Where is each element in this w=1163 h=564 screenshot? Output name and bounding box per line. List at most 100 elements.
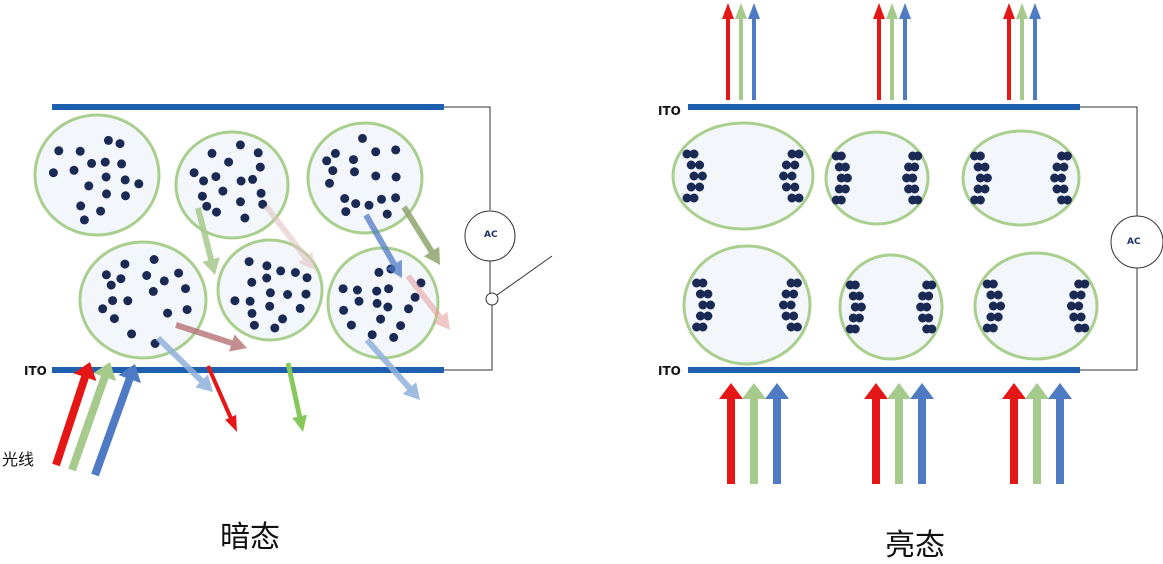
particle [339, 305, 349, 315]
right-circuit-wire [1080, 268, 1138, 371]
aligned-particle [988, 323, 998, 333]
particle [108, 296, 118, 306]
left-circuit-wire [444, 106, 491, 210]
particle [96, 206, 106, 216]
aligned-particle [993, 312, 1003, 322]
particle [364, 200, 374, 210]
left-ito-label: ITO [24, 364, 47, 378]
particle [283, 290, 293, 299]
dark-state-caption: 暗态 [220, 520, 280, 555]
particle [372, 286, 382, 296]
aligned-particle [850, 324, 860, 334]
light-label: 光线 [2, 450, 35, 469]
particle [371, 147, 381, 157]
aligned-particle [1069, 312, 1079, 322]
right-droplet [671, 121, 815, 231]
particle [396, 321, 406, 331]
right-droplet [824, 130, 930, 226]
particle [262, 273, 272, 283]
left-top-electrode [52, 104, 444, 110]
aligned-particle [703, 289, 713, 299]
aligned-particle [975, 195, 985, 205]
scattered-light-arrow [195, 207, 220, 275]
aligned-particle [787, 149, 797, 159]
incoming-blue-arrow [1048, 383, 1072, 484]
aligned-particle [695, 311, 705, 321]
aligned-particle [781, 289, 791, 299]
aligned-particle [1066, 301, 1076, 311]
right-bottom-ito-label: ITO [658, 364, 681, 378]
right-droplet [682, 244, 812, 366]
aligned-particle [695, 289, 705, 299]
right-circuit-wire [1080, 106, 1138, 216]
aligned-particle [706, 300, 715, 310]
particle [278, 314, 288, 324]
particle [328, 166, 338, 176]
left-droplet [174, 130, 290, 240]
left-bottom-electrode [52, 367, 444, 373]
incoming-green-arrow [1025, 383, 1049, 484]
aligned-particle [988, 279, 998, 289]
scattered-light-arrow [285, 362, 307, 432]
particle [270, 323, 280, 333]
particle [134, 179, 144, 189]
particle [182, 305, 192, 315]
aligned-particle [982, 173, 992, 183]
particle [163, 308, 173, 318]
particle [87, 158, 97, 168]
incoming-blue-arrow [91, 364, 141, 477]
aligned-particle [698, 278, 708, 288]
aligned-particle [792, 278, 802, 288]
aligned-particle [789, 289, 799, 299]
particle [383, 302, 393, 312]
aligned-particle [988, 301, 998, 311]
aligned-particle [781, 182, 791, 192]
scattered-light-arrow [405, 274, 450, 330]
aligned-particle [789, 311, 799, 321]
aligned-particle [1057, 173, 1067, 183]
particle [202, 201, 212, 211]
aligned-particle [986, 312, 996, 322]
aligned-particle [980, 184, 990, 194]
aligned-particle [689, 193, 699, 203]
particle [374, 267, 384, 277]
particle [350, 167, 359, 177]
particle [354, 296, 364, 306]
aligned-particle [787, 171, 797, 181]
left-ac-label: AC [484, 230, 498, 240]
aligned-particle [1052, 162, 1062, 172]
particle [120, 259, 130, 269]
particle [255, 162, 265, 172]
particle [101, 270, 111, 280]
particle [245, 296, 255, 306]
bright-state-caption: 亮态 [885, 528, 945, 563]
scattered-light-arrow [155, 335, 213, 392]
right-droplet [973, 251, 1099, 361]
aligned-particle [922, 280, 932, 290]
aligned-particle [854, 291, 864, 301]
aligned-particle [908, 151, 918, 161]
aligned-particle [792, 322, 802, 332]
right-bottom-electrode [688, 367, 1080, 373]
aligned-particle [1052, 184, 1062, 194]
incoming-red-arrow [719, 383, 743, 484]
aligned-particle [1057, 151, 1067, 161]
particle [340, 194, 350, 203]
particle [302, 273, 312, 283]
aligned-particle [779, 300, 788, 310]
particle [230, 296, 240, 306]
transmitted-red-arrow [873, 3, 885, 100]
transmitted-red-arrow [1003, 3, 1015, 100]
aligned-particle [836, 151, 846, 161]
particle [389, 332, 399, 342]
particle [301, 289, 311, 299]
scattered-light-arrow [206, 365, 237, 432]
incoming-red-arrow [52, 362, 97, 467]
particle [236, 176, 246, 186]
incoming-green-arrow [68, 362, 116, 472]
aligned-particle [993, 290, 1003, 300]
aligned-particle [787, 193, 797, 203]
aligned-particle [790, 182, 800, 192]
particle [69, 165, 79, 175]
